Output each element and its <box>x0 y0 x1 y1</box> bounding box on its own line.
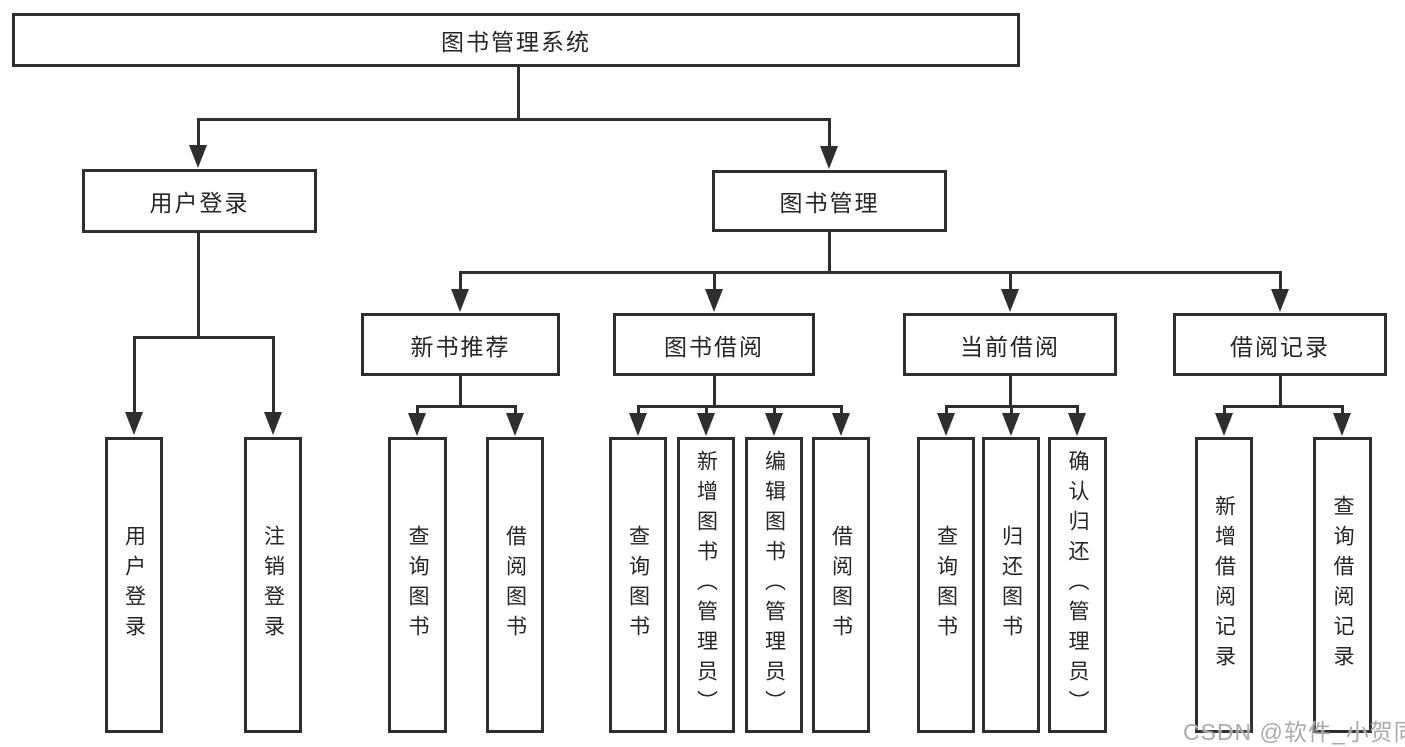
node-borrow-records-label: 借阅记录 <box>1230 333 1330 360</box>
arrow-down-icon <box>629 413 647 436</box>
node-return-book-label: 归还图书 <box>999 525 1023 645</box>
connector-line <box>705 405 708 415</box>
node-return-book: 归还图书 <box>982 437 1040 733</box>
node-add-book-admin-label: 新增图书（管理员） <box>694 450 718 720</box>
node-query-borrow-record-label: 查询借阅记录 <box>1331 495 1354 675</box>
connector-line <box>459 376 462 405</box>
arrow-down-icon <box>1333 413 1351 436</box>
arrow-down-icon <box>125 412 143 435</box>
arrow-down-icon <box>1002 413 1020 436</box>
arrow-down-icon <box>1215 413 1233 436</box>
connector-line <box>828 232 831 271</box>
connector-line <box>637 405 640 415</box>
node-query-books-current-label: 查询图书 <box>934 525 958 645</box>
connector-line <box>1223 405 1226 415</box>
arrow-down-icon <box>765 413 783 436</box>
connector-line <box>1076 405 1079 415</box>
connector-line <box>1223 405 1344 408</box>
connector-line <box>416 405 517 408</box>
connector-line <box>133 336 275 339</box>
node-new-book-recommend-label: 新书推荐 <box>410 333 511 360</box>
node-book-management: 图书管理 <box>712 170 947 232</box>
node-user-login-leaf: 用户登录 <box>105 437 163 733</box>
node-query-books-borrow: 查询图书 <box>609 437 667 733</box>
arrow-down-icon <box>189 145 207 168</box>
connector-line <box>713 271 716 291</box>
connector-line <box>197 118 200 147</box>
node-borrow-records: 借阅记录 <box>1173 313 1387 376</box>
node-query-books-recommend: 查询图书 <box>388 437 447 733</box>
connector-line <box>945 405 948 415</box>
arrow-down-icon <box>705 289 723 312</box>
node-borrow-books-leaf: 借阅图书 <box>812 437 870 733</box>
node-new-book-recommend: 新书推荐 <box>361 313 560 376</box>
node-borrow-books-recommend-label: 借阅图书 <box>503 525 527 645</box>
node-confirm-return-admin: 确认归还（管理员） <box>1048 437 1107 733</box>
connector-line <box>514 405 517 415</box>
connector-line <box>1279 271 1282 291</box>
connector-line <box>272 336 275 414</box>
connector-line <box>197 233 200 336</box>
node-borrow-books-recommend: 借阅图书 <box>486 437 544 733</box>
arrow-down-icon <box>408 413 426 436</box>
connector-line <box>637 405 843 408</box>
node-book-borrow-label: 图书借阅 <box>664 333 764 360</box>
connector-line <box>773 405 776 415</box>
node-borrow-books-leaf-label: 借阅图书 <box>829 525 853 645</box>
arrow-down-icon <box>937 413 955 436</box>
node-add-borrow-record-label: 新增借阅记录 <box>1212 495 1236 675</box>
node-user-login-leaf-label: 用户登录 <box>122 525 146 645</box>
arrow-down-icon <box>1271 289 1289 312</box>
connector-line <box>1010 405 1013 415</box>
node-query-books-recommend-label: 查询图书 <box>406 525 429 645</box>
node-user-login-branch: 用户登录 <box>82 169 317 233</box>
node-query-borrow-record: 查询借阅记录 <box>1313 437 1372 733</box>
node-library-system: 图书管理系统 <box>12 13 1020 67</box>
arrow-down-icon <box>506 413 524 436</box>
node-current-borrow-label: 当前借阅 <box>960 333 1060 360</box>
node-book-borrow: 图书借阅 <box>613 313 815 376</box>
arrow-down-icon <box>1068 413 1086 436</box>
connector-line <box>713 376 716 405</box>
connector-line <box>1009 271 1012 291</box>
arrow-down-icon <box>832 413 850 436</box>
connector-line <box>459 271 1281 274</box>
node-edit-book-admin-label: 编辑图书（管理员） <box>762 450 786 720</box>
connector-line <box>416 405 419 415</box>
node-logout-label: 注销登录 <box>261 525 285 645</box>
node-query-books-borrow-label: 查询图书 <box>626 525 650 645</box>
node-logout: 注销登录 <box>244 437 302 733</box>
connector-line <box>1009 376 1012 405</box>
node-library-system-label: 图书管理系统 <box>441 29 591 55</box>
connector-line <box>133 336 136 414</box>
connector-line <box>1279 376 1282 405</box>
node-book-management-label: 图书管理 <box>779 190 880 216</box>
node-add-book-admin: 新增图书（管理员） <box>677 437 735 733</box>
arrow-down-icon <box>264 412 282 435</box>
node-confirm-return-admin-label: 确认归还（管理员） <box>1066 450 1089 720</box>
node-query-books-current: 查询图书 <box>917 437 975 733</box>
arrow-down-icon <box>1001 289 1019 312</box>
csdn-watermark: CSDN @软件_小贺同学 <box>1183 719 1405 745</box>
connector-line <box>840 405 843 415</box>
node-edit-book-admin: 编辑图书（管理员） <box>745 437 803 733</box>
connector-line <box>1341 405 1344 415</box>
arrow-down-icon <box>697 413 715 436</box>
connector-line <box>459 271 462 291</box>
node-add-borrow-record: 新增借阅记录 <box>1195 437 1253 733</box>
arrow-down-icon <box>451 289 469 312</box>
node-user-login-branch-label: 用户登录 <box>149 190 250 216</box>
node-current-borrow: 当前借阅 <box>903 313 1117 376</box>
connector-line <box>828 118 831 147</box>
connector-line <box>197 118 831 121</box>
connector-line <box>517 67 520 118</box>
arrow-down-icon <box>820 146 838 169</box>
